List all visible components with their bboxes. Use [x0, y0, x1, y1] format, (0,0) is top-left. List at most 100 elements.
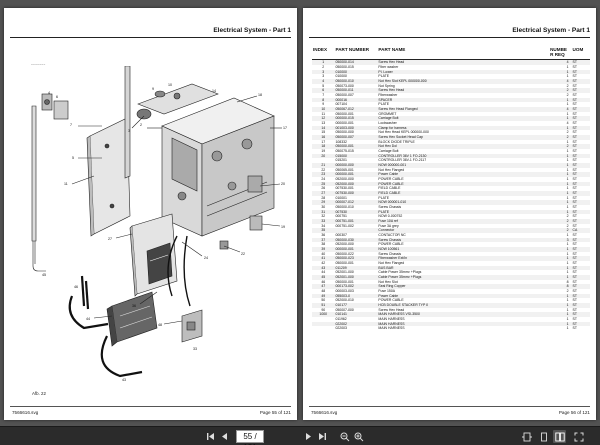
- svg-text:5: 5: [72, 156, 74, 160]
- cell-index: 22: [321, 167, 326, 172]
- cell-uom: ST: [572, 102, 577, 107]
- cell-uom: ST: [569, 162, 590, 168]
- cell-part-number: 052001-000: [335, 270, 354, 275]
- footer-filename: 7566616.svg: [12, 410, 39, 415]
- svg-text:33: 33: [193, 347, 197, 351]
- cell-part-number: 000000-015: [334, 116, 378, 121]
- cell-part-name: Screw Hex Head Flanged: [377, 106, 550, 112]
- cell-uom: ST: [569, 69, 590, 75]
- parts-table: INDEX PART NUMBER PART NAME NUMBE R REQ …: [312, 48, 590, 331]
- col-header-number-req: NUMBE R REQ: [549, 48, 570, 61]
- cell-uom: ST: [572, 74, 577, 79]
- cell-uom: ST: [572, 270, 577, 275]
- cell-number-req: 8: [566, 279, 569, 284]
- fit-width-icon[interactable]: [520, 430, 533, 443]
- cell-number-req: 1: [566, 317, 569, 322]
- cell-part-name: Carriage Bolt: [378, 148, 399, 153]
- cell-uom: ST: [572, 233, 577, 238]
- svg-text:6: 6: [56, 95, 58, 99]
- zoom-out-icon[interactable]: [338, 430, 351, 443]
- cell-index: 3: [322, 74, 325, 79]
- two-page-icon[interactable]: [553, 430, 566, 443]
- cell-number-req: 1: [566, 139, 569, 144]
- svg-text:17: 17: [283, 126, 287, 130]
- cell-number-req: 2: [549, 134, 570, 140]
- cell-part-name: Clamp for harness: [377, 125, 550, 131]
- cell-part-name: MAIN HARNESS: [378, 317, 405, 322]
- cell-uom: ST: [572, 120, 577, 125]
- cell-index: 4: [312, 78, 335, 84]
- cell-part-name: Nut Hex Flanged: [378, 261, 405, 266]
- cell-index: 11: [321, 111, 326, 116]
- next-page-icon[interactable]: [302, 430, 315, 443]
- header-rule: [10, 37, 291, 38]
- cell-index: 8: [312, 97, 335, 103]
- cell-number-req: 4: [549, 78, 570, 84]
- cell-number-req: 2: [549, 144, 570, 149]
- svg-text:2: 2: [140, 123, 142, 127]
- cell-number-req: 4: [549, 59, 570, 65]
- cell-number-req: 1: [566, 326, 569, 331]
- cell-part-name: Fuse 10A ref: [377, 219, 550, 224]
- cell-part-name: PLATE: [377, 209, 550, 215]
- cell-part-name: SPACER: [377, 97, 550, 103]
- cell-part-number: 052000-000: [335, 176, 354, 181]
- cell-uom: ST: [569, 293, 590, 299]
- cell-number-req: 1: [549, 265, 570, 271]
- cell-number-req: 1: [566, 261, 569, 266]
- cell-part-number: 000016: [334, 97, 378, 103]
- cell-number-req: 2: [549, 228, 570, 234]
- cell-part-name: Cable Power 35mm² +Plugs: [377, 275, 550, 280]
- cell-part-number: 007104: [335, 102, 347, 107]
- col-header-part-name: PART NAME: [377, 48, 550, 61]
- cell-index: 29: [312, 200, 335, 205]
- cell-uom: ST: [569, 219, 590, 224]
- cell-part-number: 000173-002: [334, 284, 378, 290]
- first-page-icon[interactable]: [204, 430, 217, 443]
- footer-rule: [309, 406, 590, 407]
- cell-uom: ST: [569, 321, 590, 327]
- cell-number-req: 1: [566, 158, 569, 163]
- cell-index: 31: [312, 209, 335, 215]
- cell-number-req: 1: [566, 167, 569, 172]
- svg-text:24: 24: [204, 256, 208, 260]
- zoom-in-icon[interactable]: [352, 430, 365, 443]
- svg-text:22: 22: [241, 252, 245, 256]
- cell-uom: ST: [572, 111, 577, 116]
- cell-uom: ST: [569, 78, 590, 84]
- cell-index: 19: [321, 148, 326, 153]
- cell-uom: ST: [569, 181, 590, 187]
- prev-page-icon[interactable]: [218, 430, 231, 443]
- cell-uom: ST: [569, 247, 590, 252]
- svg-text:19: 19: [281, 225, 285, 229]
- cell-part-name: BLOCK DIODE TRIPLE: [378, 139, 415, 144]
- cell-uom: ST: [572, 148, 577, 153]
- cell-part-number: 010177: [334, 303, 378, 308]
- cell-uom: ST: [572, 205, 577, 209]
- cell-index: 7: [322, 92, 325, 97]
- cell-index: 36: [321, 233, 326, 238]
- cell-uom: ST: [572, 242, 577, 247]
- fullscreen-icon[interactable]: [572, 430, 585, 443]
- figure-label: Afb. 22: [32, 391, 46, 396]
- page-number-input[interactable]: 55 / 121: [236, 430, 264, 445]
- cell-part-number: 050000-010: [335, 205, 354, 209]
- cell-part-name: Fuse 150A: [378, 289, 396, 294]
- cell-index: 44: [321, 270, 326, 275]
- single-page-icon[interactable]: [537, 430, 550, 443]
- cell-number-req: 1: [566, 111, 569, 116]
- last-page-icon[interactable]: [316, 430, 329, 443]
- cell-part-name: Nut Hex Flanged: [378, 167, 405, 172]
